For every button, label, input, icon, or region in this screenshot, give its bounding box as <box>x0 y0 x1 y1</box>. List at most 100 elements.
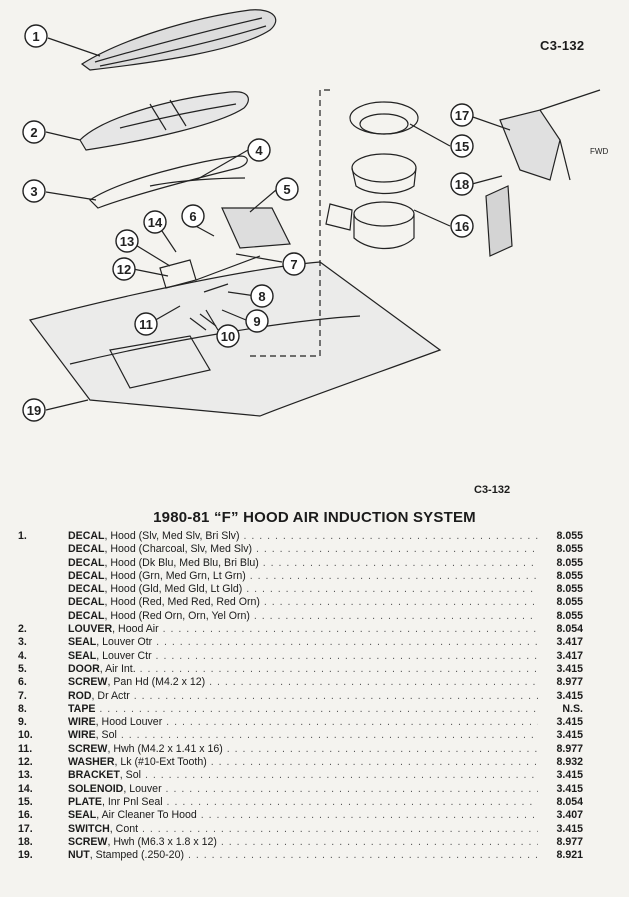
svg-text:1: 1 <box>32 29 39 44</box>
part-description: LOUVER, Hood Air . . . . . . . . . . . .… <box>68 623 538 636</box>
part-detail: , Hood (Charcoal, Slv, Med Slv) <box>104 543 253 556</box>
callout-8: 8 <box>250 284 274 308</box>
part-code: 8.055 <box>556 596 583 609</box>
part-name: SCREW <box>68 676 108 689</box>
part-code: 8.977 <box>556 676 583 689</box>
part-code: 8.977 <box>556 742 583 755</box>
part-detail: , Pan Hd (M4.2 x 12) <box>107 676 206 689</box>
parts-row: DECAL, Hood (Red Orn, Orn, Yel Orn) . . … <box>18 610 583 623</box>
part-name: PLATE <box>68 795 102 808</box>
parts-row: 8.TAPE . . . . . . . . . . . . . . . . .… <box>18 703 583 716</box>
leader-dots: . . . . . . . . . . . . . . . . . . . . … <box>263 596 538 609</box>
part-name: BRACKET <box>68 769 120 782</box>
leader-dots: . . . . . . . . . . . . . . . . . . . . … <box>120 729 538 742</box>
part-description: PLATE, Inr Pnl Seal . . . . . . . . . . … <box>68 796 538 809</box>
svg-text:13: 13 <box>120 234 134 249</box>
callout-1: 1 <box>24 24 48 48</box>
part-description: ROD, Dr Actr . . . . . . . . . . . . . .… <box>68 690 538 703</box>
part-description: WIRE, Sol . . . . . . . . . . . . . . . … <box>68 729 538 742</box>
svg-text:4: 4 <box>255 143 263 158</box>
part-description: DECAL, Hood (Gld, Med Gld, Lt Gld) . . .… <box>68 583 538 596</box>
part-number: 5. <box>18 662 27 675</box>
louver-shape <box>79 91 249 151</box>
callout-19: 19 <box>22 398 46 422</box>
part-number: 12. <box>18 756 33 769</box>
parts-list: 1.DECAL, Hood (Slv, Med Slv, Bri Slv) . … <box>18 530 583 862</box>
leader-dots: . . . . . . . . . . . . . . . . . . . . … <box>262 556 538 569</box>
parts-row: 1.DECAL, Hood (Slv, Med Slv, Bri Slv) . … <box>18 530 583 543</box>
part-description: SCREW, Hwh (M4.2 x 1.41 x 16) . . . . . … <box>68 743 538 756</box>
part-detail: , Hood (Dk Blu, Med Blu, Bri Blu) <box>104 556 259 569</box>
part-name: DECAL <box>68 543 105 556</box>
part-code: 8.055 <box>556 556 583 569</box>
part-code: 8.055 <box>556 609 583 622</box>
leader-dots: . . . . . . . . . . . . . . . . . . . . … <box>187 849 538 862</box>
part-code: 8.055 <box>556 543 583 556</box>
part-name: SEAL <box>68 649 97 662</box>
part-code: 8.054 <box>556 795 583 808</box>
part-name: ROD <box>68 689 92 702</box>
parts-row: 13.BRACKET, Sol . . . . . . . . . . . . … <box>18 769 583 782</box>
leader-dots: . . . . . . . . . . . . . . . . . . . . … <box>166 716 538 729</box>
switch-shape <box>499 109 561 181</box>
part-name: SEAL <box>68 636 97 649</box>
air-cleaner-seal-shape <box>351 153 417 183</box>
parts-row: 9.WIRE, Hood Louver . . . . . . . . . . … <box>18 716 583 729</box>
callout-12: 12 <box>112 257 136 281</box>
svg-text:18: 18 <box>455 177 469 192</box>
part-description: SEAL, Louver Ctr . . . . . . . . . . . .… <box>68 650 538 663</box>
part-name: WIRE <box>68 716 96 729</box>
part-code: 8.932 <box>556 756 583 769</box>
part-name: DECAL <box>68 583 105 596</box>
part-detail: , Hood (Red, Med Red, Red Orn) <box>104 596 260 609</box>
leader-dots: . . . . . . . . . . . . . . . . . . . . … <box>243 530 538 542</box>
parts-row: DECAL, Hood (Red, Med Red, Red Orn) . . … <box>18 596 583 609</box>
part-description: DECAL, Hood (Charcoal, Slv, Med Slv) . .… <box>68 543 538 556</box>
part-name: SWITCH <box>68 822 110 835</box>
part-detail: , Dr Actr <box>91 689 130 702</box>
part-detail: , Louver Ctr <box>96 649 152 662</box>
parts-row: 17.SWITCH, Cont . . . . . . . . . . . . … <box>18 823 583 836</box>
parts-row: 7. ROD, Dr Actr . . . . . . . . . . . . .… <box>18 690 583 703</box>
parts-row: 16.SEAL, Air Cleaner To Hood . . . . . .… <box>18 809 583 822</box>
part-code: 3.415 <box>556 782 583 795</box>
part-name: DECAL <box>68 569 105 582</box>
parts-row: 18. SCREW, Hwh (M6.3 x 1.8 x 12) . . . . … <box>18 836 583 849</box>
part-description: SCREW, Hwh (M6.3 x 1.8 x 12) . . . . . .… <box>68 836 538 849</box>
svg-text:17: 17 <box>455 108 469 123</box>
leader-dots: . . . . . . . . . . . . . . . . . . . . … <box>210 756 538 769</box>
part-number: 18. <box>18 835 33 848</box>
part-number: 16. <box>18 809 33 822</box>
part-name: LOUVER <box>68 623 113 636</box>
callout-3: 3 <box>22 179 46 203</box>
part-code: 3.415 <box>556 769 583 782</box>
part-number: 10. <box>18 729 33 742</box>
part-number: 13. <box>18 769 33 782</box>
callout-18: 18 <box>450 172 474 196</box>
part-number: 7. <box>18 689 27 702</box>
part-name: SCREW <box>68 742 108 755</box>
part-detail: , Hood (Red Orn, Orn, Yel Orn) <box>104 609 250 622</box>
part-code: 8.055 <box>556 569 583 582</box>
part-name: DECAL <box>68 556 105 569</box>
part-description: DECAL, Hood (Red, Med Red, Red Orn) . . … <box>68 596 538 609</box>
callout-6: 6 <box>181 204 205 228</box>
part-name: NUT <box>68 849 90 862</box>
leader-dots: . . . . . . . . . . . . . . . . . . . . … <box>256 543 538 556</box>
part-number: 17. <box>18 822 33 835</box>
part-name: DECAL <box>68 530 105 542</box>
leader-dots: . . . . . . . . . . . . . . . . . . . . … <box>226 742 538 755</box>
leader-dots: . . . . . . . . . . . . . . . . . . . . … <box>162 623 538 636</box>
svg-text:2: 2 <box>30 125 37 140</box>
part-description: DECAL, Hood (Slv, Med Slv, Bri Slv) . . … <box>68 530 538 543</box>
part-name: SEAL <box>68 809 97 822</box>
parts-row: DECAL, Hood (Grn, Med Grn, Lt Grn) . . .… <box>18 570 583 583</box>
leader-dots: . . . . . . . . . . . . . . . . . . . . … <box>156 636 538 649</box>
parts-row: 2.LOUVER, Hood Air . . . . . . . . . . .… <box>18 623 583 636</box>
part-description: SCREW, Pan Hd (M4.2 x 12) . . . . . . . … <box>68 676 538 689</box>
callout-4: 4 <box>247 138 271 162</box>
part-code: 8.977 <box>556 835 583 848</box>
svg-text:7: 7 <box>290 257 297 272</box>
svg-text:12: 12 <box>117 262 131 277</box>
part-name: TAPE <box>68 702 96 715</box>
